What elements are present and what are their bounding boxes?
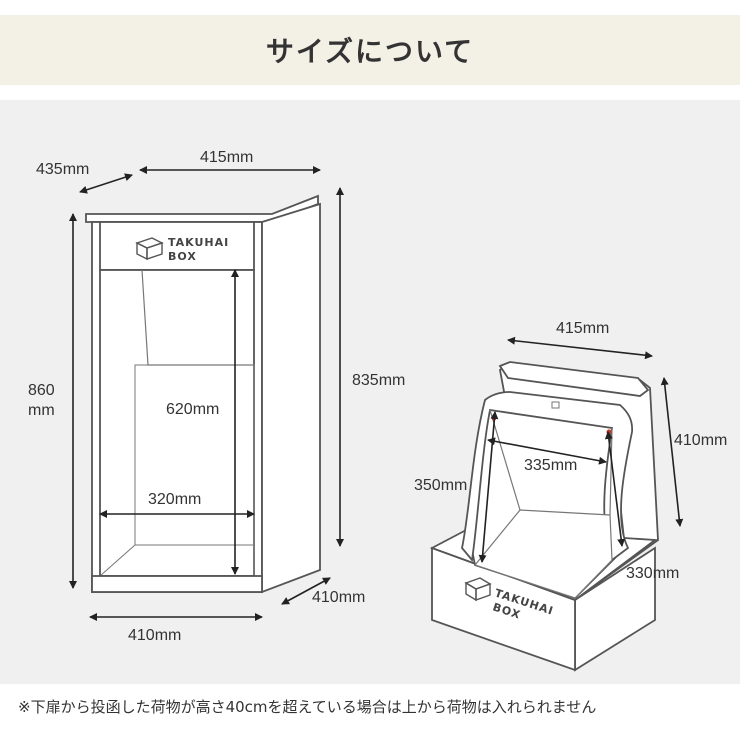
closed-box-label-1: TAKUHAI (168, 236, 229, 249)
closed-body-height-label: 835mm (352, 372, 405, 389)
page-title: サイズについて (265, 35, 475, 68)
closed-bottom-width-label: 410mm (128, 627, 181, 644)
footnote: ※下扉から投函した荷物が高さ40cmを超えている場合は上から荷物は入れられません (18, 698, 597, 716)
closed-top-width-label: 415mm (200, 149, 253, 166)
open-top-width-dimension-line (507, 336, 653, 360)
open-front-height-dimension-line (604, 431, 626, 547)
closed-side-depth-label: 410mm (312, 589, 365, 606)
side-depth-dimension-line (281, 577, 331, 605)
open-lid-width-label: 335mm (524, 457, 577, 474)
open-lid-depth-dimension-line (478, 411, 499, 563)
title-bar: サイズについて (0, 15, 740, 85)
closed-box-label-2: BOX (168, 250, 197, 263)
open-side-height-label: 410mm (674, 432, 727, 449)
closed-height-label-2: mm (28, 402, 55, 419)
closed-inner-height-label: 620mm (166, 401, 219, 418)
open-box-logo-icon (464, 577, 492, 602)
open-lid-depth-label: 350mm (414, 477, 467, 494)
open-box (429, 361, 659, 672)
box-logo-icon (135, 237, 164, 261)
open-top-width-label: 415mm (556, 320, 609, 337)
closed-height-label-1: 860 (28, 382, 55, 399)
open-side-height-dimension-line (660, 377, 684, 527)
closed-box (85, 194, 321, 594)
depth-dimension-line (79, 173, 133, 194)
closed-depth-label: 435mm (36, 161, 89, 178)
open-lid-width-dimension-line (487, 437, 607, 465)
open-front-height-label: 330mm (626, 565, 679, 582)
closed-inner-width-label: 320mm (148, 491, 201, 508)
